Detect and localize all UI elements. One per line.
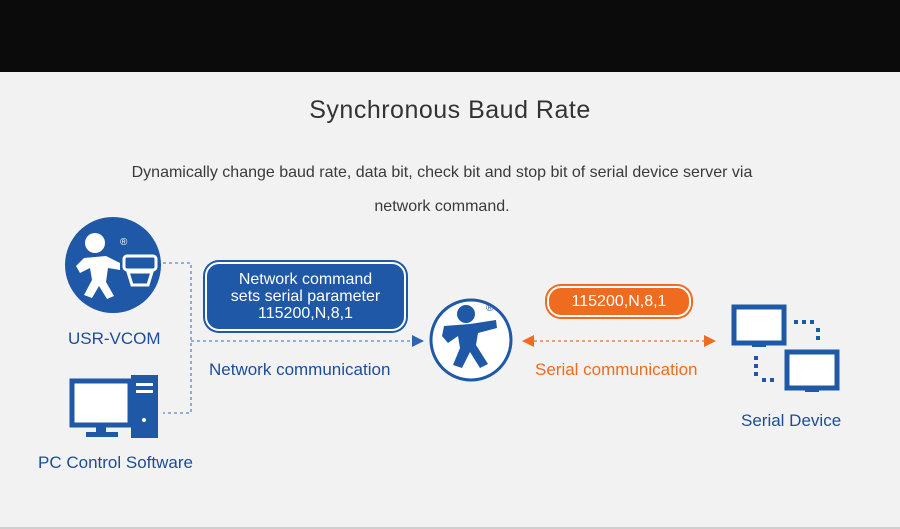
serial-communication-label: Serial communication (535, 360, 698, 379)
description-line-2: network command. (374, 198, 510, 215)
network-command-line-2: sets serial parameter (230, 288, 381, 305)
serial-device-label: Serial Device (741, 411, 842, 430)
network-command-line-3: 115200,N,8,1 (258, 305, 353, 322)
bottom-divider (0, 527, 900, 529)
usr-vcom-label: USR-VCOM (68, 329, 161, 348)
server-registered-mark: ® (486, 303, 494, 314)
serial-device-dots (754, 320, 820, 382)
serial-device-icon (731, 304, 840, 392)
serial-arrow-right (704, 335, 716, 347)
serial-arrow-left (522, 335, 534, 347)
network-arrow-head (412, 335, 424, 347)
network-command-line-1: Network command (238, 271, 373, 288)
description-line-1: Dynamically change baud rate, data bit, … (131, 164, 753, 181)
serial-parameter-badge: 115200,N,8,1 (547, 286, 691, 317)
header-bar (0, 0, 900, 72)
usr-vcom-icon: ® (65, 217, 161, 313)
device-server-icon: ® (429, 298, 513, 382)
network-command-badge: Network command sets serial parameter 11… (205, 262, 406, 331)
pc-control-software-label: PC Control Software (38, 453, 193, 472)
network-communication-label: Network communication (209, 360, 391, 379)
pc-computer-icon (69, 375, 158, 438)
network-connector-lines (163, 262, 412, 414)
vcom-registered-mark: ® (120, 237, 128, 248)
page-title: Synchronous Baud Rate (309, 96, 591, 124)
serial-parameter-text: 115200,N,8,1 (571, 293, 667, 310)
